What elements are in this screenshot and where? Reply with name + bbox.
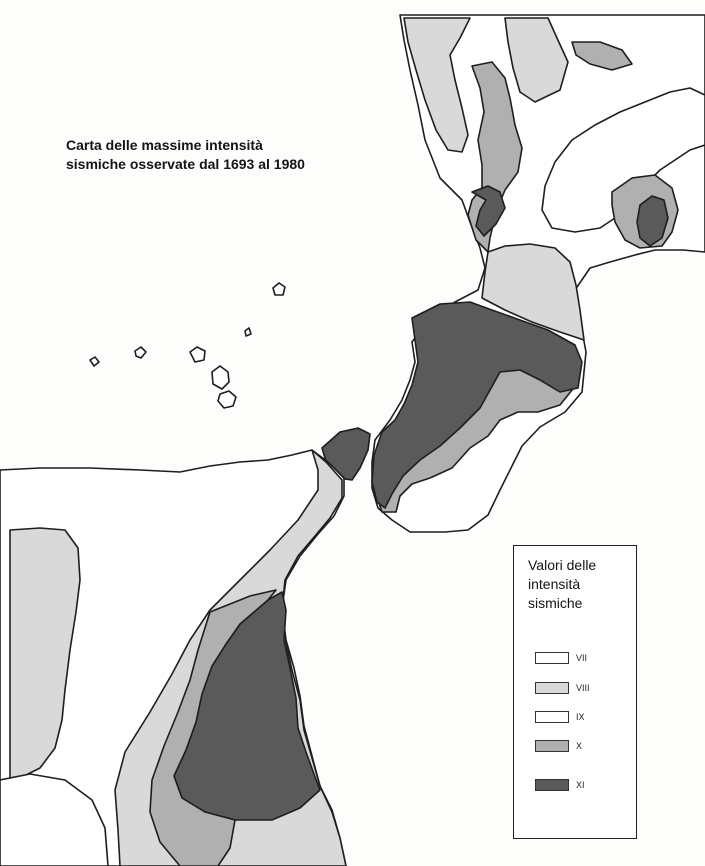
legend-swatch-x xyxy=(535,740,569,752)
map-title: Carta delle massime intensità sismiche o… xyxy=(66,136,426,174)
legend-label-x: X xyxy=(576,741,583,751)
legend-swatch-ix xyxy=(535,711,569,723)
land-sicily-sw xyxy=(0,773,109,866)
island-panarea xyxy=(244,327,252,337)
legend-title-line-3: sismiche xyxy=(528,595,583,611)
legend-swatch-viii xyxy=(535,682,569,694)
island-vulcano xyxy=(217,390,237,409)
zone-x-corridor xyxy=(467,61,523,253)
zone-viii-west-coast xyxy=(403,17,471,153)
island-alicudi xyxy=(89,356,100,367)
map-title-line-2: sismiche osservate dal 1693 al 1980 xyxy=(66,156,305,172)
legend-label-ix: IX xyxy=(576,712,585,722)
island-lipari xyxy=(211,365,230,390)
legend-swatch-xi xyxy=(535,779,569,791)
island-filicudi xyxy=(134,346,147,359)
intensity-legend: Valori delle intensità sismiche VII VIII… xyxy=(513,545,637,839)
legend-title: Valori delle intensità sismiche xyxy=(528,556,596,613)
zone-viii-interior xyxy=(504,17,569,103)
zone-viii-lower xyxy=(481,243,585,341)
map-title-line-1: Carta delle massime intensità xyxy=(66,137,263,153)
legend-label-viii: VIII xyxy=(576,683,590,693)
legend-label-xi: XI xyxy=(576,780,585,790)
zone-xi-north xyxy=(471,185,506,237)
legend-title-line-2: intensità xyxy=(528,576,581,592)
island-stromboli xyxy=(272,282,286,296)
zone-xi-calabria xyxy=(371,301,583,509)
land-east-peninsula xyxy=(541,87,705,233)
island-salina xyxy=(189,346,206,363)
zone-x-sicily xyxy=(149,589,277,866)
zone-x-north xyxy=(571,41,633,71)
legend-swatch-vii xyxy=(535,652,569,664)
legend-label-vii: VII xyxy=(576,653,588,663)
zone-xi-east xyxy=(636,195,669,247)
legend-title-line-1: Valori delle xyxy=(528,557,597,573)
